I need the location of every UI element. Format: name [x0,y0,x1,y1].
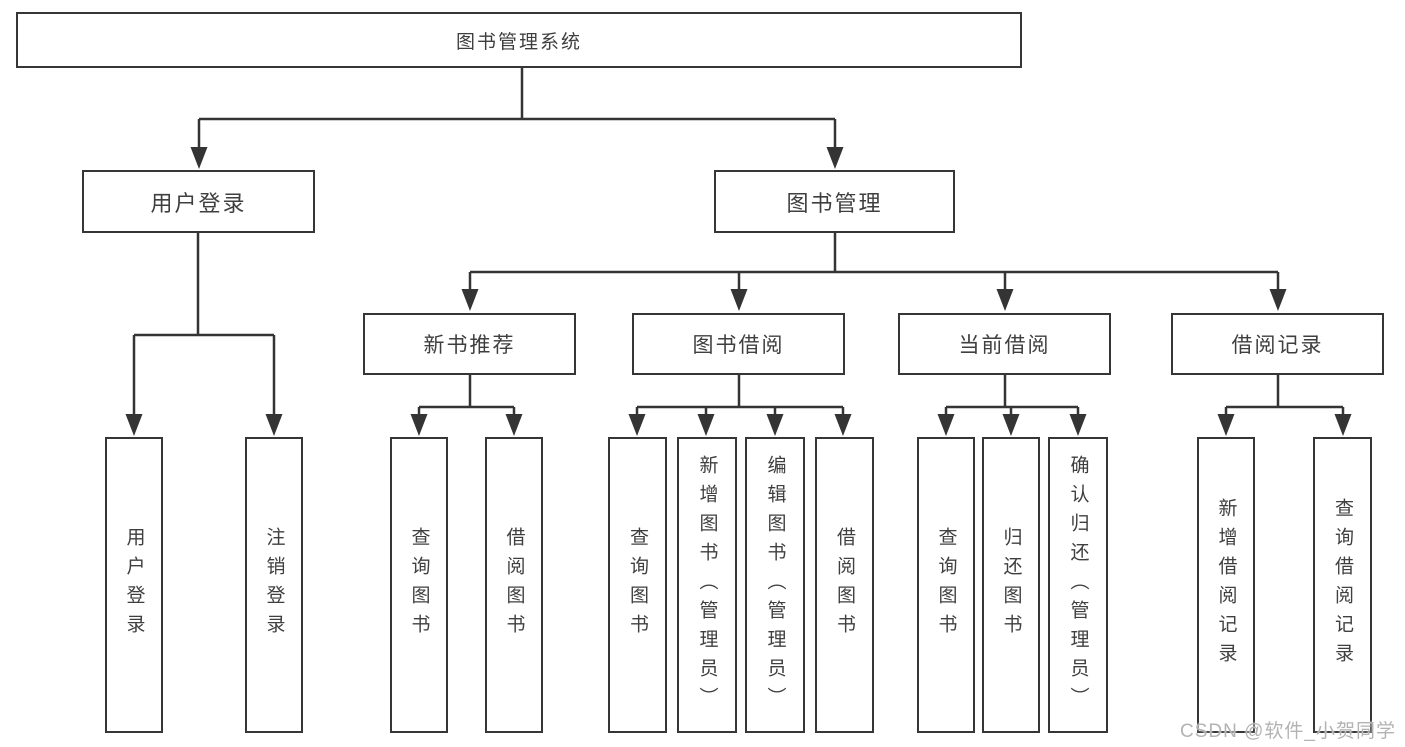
node-library-management-system: 图书管理系统 [16,12,1022,68]
leaf-add-books-admin: 新增图书（管理员） [677,437,737,733]
leaf-user-login: 用户登录 [105,437,163,733]
node-current-borrowing: 当前借阅 [898,313,1111,375]
node-book-borrowing: 图书借阅 [632,313,845,375]
leaf-query-borrow-record: 查询借阅记录 [1313,437,1372,733]
leaf-borrow-books-borrowing: 借阅图书 [815,437,874,733]
leaf-add-borrow-record: 新增借阅记录 [1197,437,1255,733]
node-borrowing-records: 借阅记录 [1171,313,1384,375]
leaf-query-books-borrowing: 查询图书 [608,437,667,733]
node-book-management: 图书管理 [714,170,955,233]
leaf-query-books-recommend: 查询图书 [390,437,448,733]
leaf-edit-books-admin: 编辑图书（管理员） [745,437,805,733]
node-new-book-recommendation: 新书推荐 [363,313,576,375]
leaf-borrow-books-recommend: 借阅图书 [485,437,543,733]
leaf-confirm-return-admin: 确认归还（管理员） [1048,437,1108,733]
csdn-watermark: CSDN @软件_小贺同学 [1180,721,1396,742]
leaf-return-books: 归还图书 [982,437,1040,733]
leaf-query-books-current: 查询图书 [917,437,975,733]
arrowheads [125,147,1352,436]
node-user-login: 用户登录 [82,170,315,233]
leaf-logout: 注销登录 [245,437,303,733]
